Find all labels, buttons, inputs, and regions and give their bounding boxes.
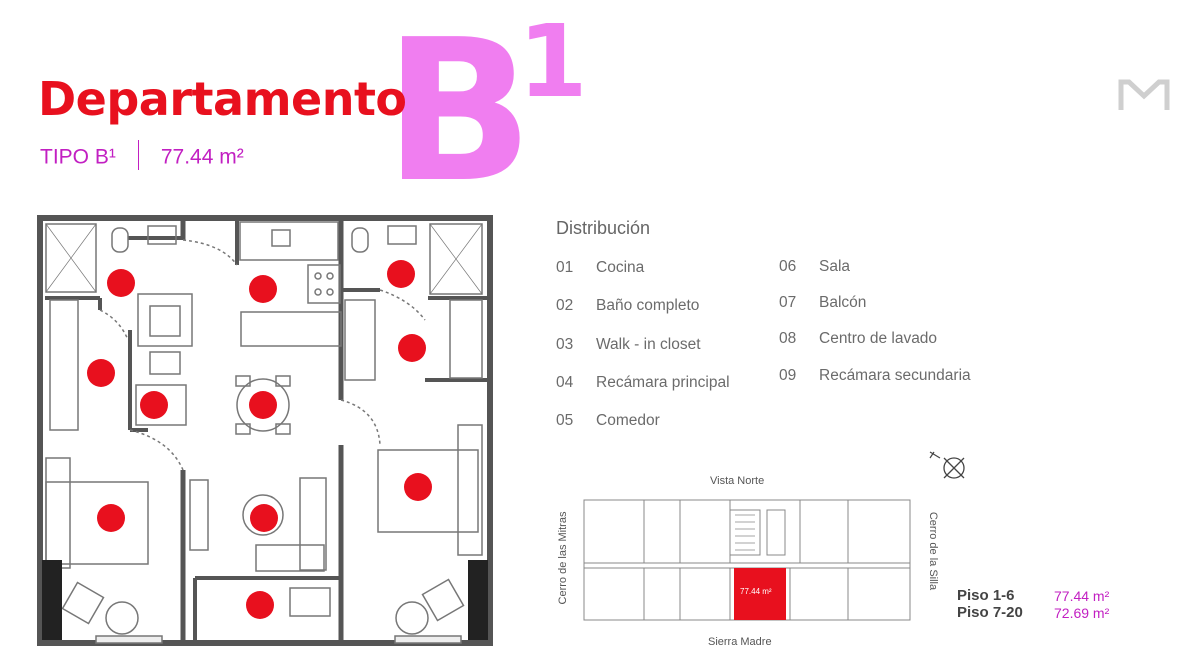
unit-type: TIPO B¹: [40, 145, 116, 169]
subtitle-divider: [137, 140, 139, 170]
unit-superscript: 1: [518, 3, 588, 120]
keyplan-south-label: Sierra Madre: [708, 636, 772, 648]
piso-value: 72.69 m²: [1054, 605, 1110, 621]
page-title: Departamento: [38, 72, 407, 126]
room-marker-09: [404, 473, 432, 501]
room-marker-03: [87, 359, 115, 387]
room-marker-04: [97, 504, 125, 532]
room-marker-02: [107, 269, 135, 297]
unit-highlight-label: 77.44 m²: [740, 587, 772, 596]
keyplan-north-label: Vista Norte: [710, 475, 765, 487]
room-marker-07: [246, 591, 274, 619]
room-marker-06: [250, 504, 278, 532]
distribution-title: Distribución: [556, 218, 651, 238]
piso-value: 77.44 m²: [1054, 588, 1110, 604]
unit-subtitle: TIPO B¹ 77.44 m²: [40, 140, 244, 173]
keyplan-west-label: Cerro de las Mitras: [557, 511, 569, 605]
unit-letter: B: [384, 0, 533, 226]
m-logo-icon: [1118, 79, 1170, 110]
piso-label: Piso 1-6: [957, 587, 1015, 604]
room-marker-01: [249, 275, 277, 303]
unit-area: 77.44 m²: [160, 145, 244, 169]
floor-plan: [37, 215, 493, 646]
unit-highlight: [734, 568, 786, 620]
piso-label: Piso 7-20: [957, 604, 1023, 621]
room-marker-05: [249, 391, 277, 419]
room-marker-02b: [387, 260, 415, 288]
room-marker-08: [140, 391, 168, 419]
room-marker-03b: [398, 334, 426, 362]
compass-icon: [929, 451, 965, 479]
keyplan-east-label: Cerro de la Silla: [927, 511, 939, 591]
